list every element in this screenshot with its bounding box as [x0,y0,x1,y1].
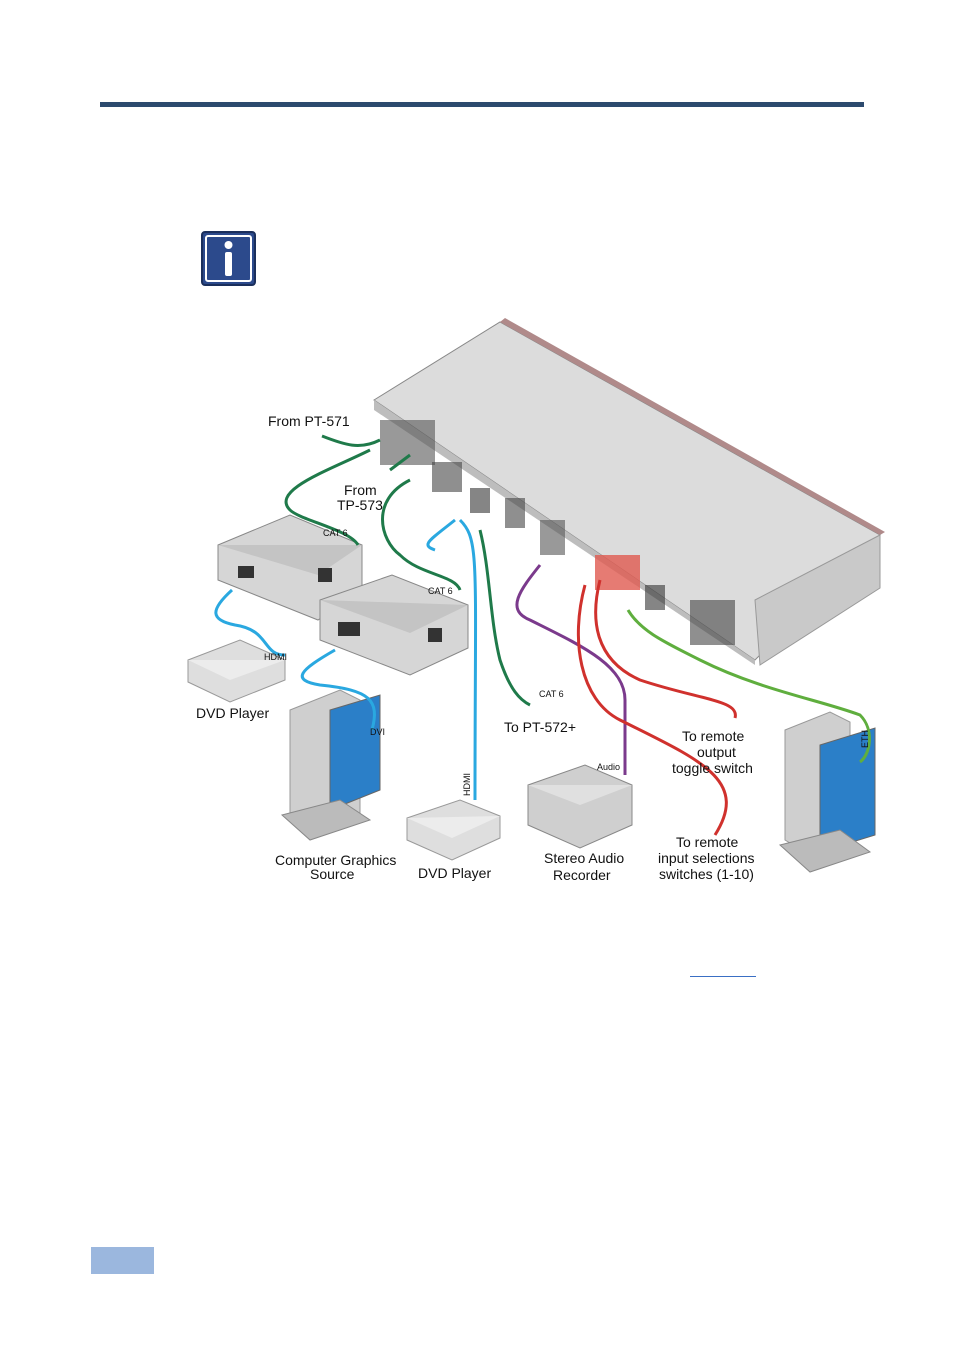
label-dvd-player-center: DVD Player [418,865,491,881]
dvd-player-left [187,639,286,703]
label-cat6-b: CAT 6 [428,586,453,596]
computer-graphics-source [280,689,381,841]
label-dvi: DVI [370,727,385,737]
label-eth: ETH [860,730,870,748]
connection-diagram: From PT-571 From TP-573 CAT 6 CAT 6 CAT … [187,318,885,883]
label-inputs-line3: switches (1-10) [659,866,754,882]
label-cat6-a: CAT 6 [323,528,348,538]
info-icon [201,231,256,286]
label-hdmi-b: HDMI [462,773,472,796]
label-inputs-line2: input selections [658,850,755,866]
header-rule [100,102,864,107]
cables [214,434,871,836]
label-dvd-player-left: DVD Player [196,705,269,721]
computer-eth [778,711,876,873]
label-inputs-line1: To remote [676,834,738,850]
label-from-pt571: From PT-571 [268,413,350,429]
label-cg-source-line2: Source [310,866,355,882]
label-from-tp573-line2: TP-573 [337,497,383,513]
label-toggle-line3: toggle switch [672,760,753,776]
receiver-box-2 [319,574,469,676]
label-cg-source-line1: Computer Graphics [275,852,396,868]
label-toggle-line2: output [697,744,736,760]
label-toggle-line1: To remote [682,728,744,744]
hyperlink-underline[interactable] [690,976,756,977]
label-stereo-line2: Recorder [553,867,611,883]
label-audio: Audio [597,762,620,772]
label-hdmi-a: HDMI [264,652,287,662]
label-cat6-c: CAT 6 [539,689,564,699]
switcher-device [373,318,885,666]
label-from-tp573-line1: From [344,482,377,498]
label-stereo-line1: Stereo Audio [544,850,624,866]
dvd-player-center [406,799,501,861]
page-number-tab [91,1247,154,1274]
label-to-pt572: To PT-572+ [504,719,576,735]
stereo-audio-recorder [527,764,633,849]
